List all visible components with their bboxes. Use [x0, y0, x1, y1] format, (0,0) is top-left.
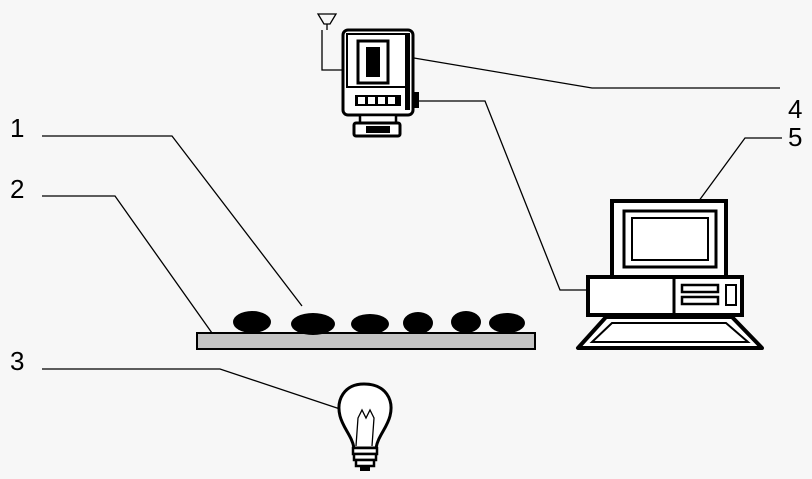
label-4: 4	[788, 94, 803, 124]
sample-1	[233, 311, 271, 333]
sample-2	[291, 313, 335, 335]
label-1: 1	[10, 113, 25, 143]
computer-icon	[576, 199, 764, 350]
camera-computer-cable	[412, 100, 588, 291]
sample-6	[489, 313, 525, 333]
sample-5	[451, 311, 481, 333]
light-bulb-icon	[337, 382, 393, 471]
label-5: 5	[788, 122, 803, 152]
sample-3	[351, 314, 389, 334]
leader-line-2	[42, 195, 213, 334]
leader-lines	[42, 56, 782, 411]
sample-4	[403, 312, 433, 334]
leader-line-5	[689, 137, 782, 214]
leader-line-1	[42, 135, 303, 307]
leader-line-3	[42, 368, 344, 411]
camera-icon	[316, 13, 419, 138]
leader-line-4	[407, 56, 780, 89]
label-2: 2	[10, 174, 25, 204]
label-3: 3	[10, 346, 25, 376]
sample-tray	[196, 311, 536, 350]
